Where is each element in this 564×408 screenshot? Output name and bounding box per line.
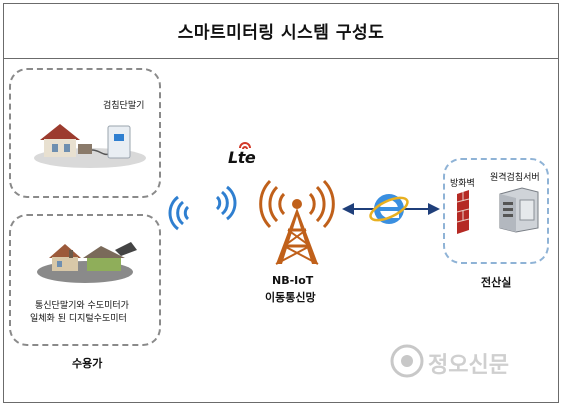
cell-tower-icon bbox=[259, 179, 335, 265]
server-label: 원격검침서버 bbox=[490, 173, 540, 183]
watermark-text: 정오신문 bbox=[428, 353, 509, 378]
digital-meter-label-line2: 일체화 된 디지털수도미터 bbox=[30, 314, 127, 324]
server-icon bbox=[499, 187, 539, 233]
digital-meter-box bbox=[9, 214, 161, 346]
internet-globe-icon bbox=[369, 194, 409, 224]
house-with-meter-terminal-icon bbox=[34, 124, 146, 168]
digital-meter-label-line1: 통신단말기와 수도미터가 bbox=[35, 301, 129, 311]
firewall-label: 방화벽 bbox=[450, 179, 475, 189]
consumer-group-label: 수용가 bbox=[72, 357, 103, 370]
firewall-icon bbox=[456, 190, 470, 234]
watermark-logo-icon bbox=[390, 344, 424, 378]
wireless-signal-right-icon bbox=[215, 185, 237, 221]
wireless-signal-left-icon bbox=[168, 195, 190, 231]
meter-terminal-label: 검침단말기 bbox=[103, 101, 145, 111]
datacenter-box bbox=[443, 158, 549, 264]
title-bar: 스마트미터링 시스템 구성도 bbox=[3, 3, 559, 59]
diagram-frame bbox=[3, 3, 559, 403]
houses-with-digital-meter-icon bbox=[37, 242, 137, 283]
network-name-line1: NB-IoT bbox=[272, 274, 314, 287]
diagram-title: 스마트미터링 시스템 구성도 bbox=[177, 23, 385, 43]
lte-logo: Lte bbox=[228, 148, 256, 167]
network-name-line2: 이동통신망 bbox=[265, 291, 316, 304]
meter-terminal-box bbox=[9, 68, 161, 198]
lte-waves-icon bbox=[239, 142, 251, 150]
datacenter-group-label: 전산실 bbox=[481, 276, 512, 289]
